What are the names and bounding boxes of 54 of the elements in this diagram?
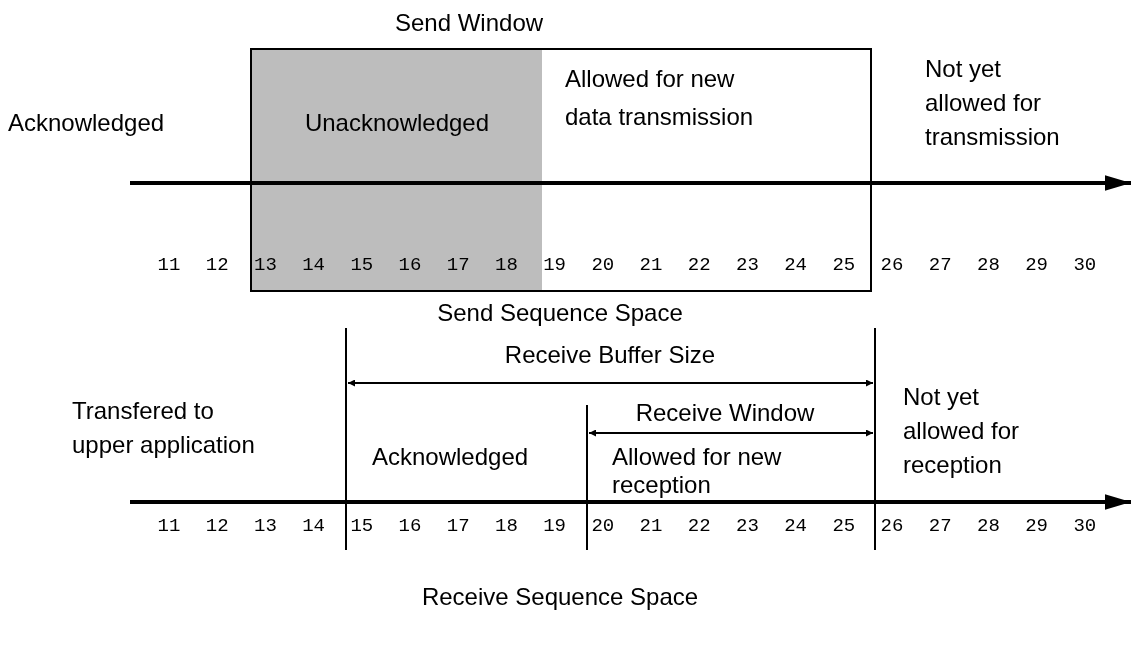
sequence-number: 12 (204, 514, 230, 538)
sequence-number: 14 (301, 253, 326, 277)
sequence-number: 25 (831, 253, 857, 277)
region-label: Acknowledged (8, 108, 165, 138)
axis-caption: Send Sequence Space (436, 298, 684, 328)
sequence-number: 29 (1024, 514, 1049, 538)
sequence-number: 11 (156, 514, 182, 538)
sequence-number: 27 (927, 253, 953, 277)
sequence-number: 28 (976, 253, 1001, 277)
sequence-number: 26 (879, 253, 905, 277)
unacknowledged-region (252, 50, 542, 290)
region-label: Acknowledged (372, 442, 529, 472)
region-label: Not yet allowed for reception (903, 382, 1021, 480)
region-label: Unacknowledged (304, 108, 490, 138)
sequence-number: 12 (204, 253, 230, 277)
sequence-number: 26 (879, 514, 905, 538)
sequence-number: 21 (638, 253, 664, 277)
region-label: Transfered to upper application (72, 396, 256, 460)
sequence-number: 30 (1072, 253, 1098, 277)
region-label: Not yet allowed for transmission (925, 54, 1061, 152)
sequence-number: 13 (253, 514, 278, 538)
sequence-number: 28 (976, 514, 1001, 538)
dimension-label: Receive Window (634, 398, 816, 428)
window-text: Allowed for new data transmission (565, 64, 755, 132)
sequence-number: 24 (783, 514, 808, 538)
sequence-number: 30 (1072, 514, 1098, 538)
sequence-number: 21 (638, 514, 664, 538)
axis-caption: Receive Sequence Space (420, 582, 700, 612)
sequence-number: 25 (831, 514, 857, 538)
sequence-number: 14 (301, 514, 326, 538)
region-label: Allowed for new reception (612, 443, 783, 499)
sequence-number: 11 (156, 253, 182, 277)
sequence-number: 13 (253, 253, 278, 277)
sequence-number: 27 (927, 514, 953, 538)
sequence-number: 20 (590, 253, 616, 277)
sequence-number: 16 (397, 253, 423, 277)
sequence-number: 15 (349, 253, 375, 277)
sequence-number: 23 (735, 514, 760, 538)
dimension-label: Receive Buffer Size (503, 340, 717, 370)
sequence-number: 19 (542, 253, 567, 277)
sequence-number: 29 (1024, 253, 1049, 277)
sequence-number: 15 (349, 514, 375, 538)
sequence-number: 22 (686, 514, 712, 538)
sequence-number: 24 (783, 253, 808, 277)
sequence-number: 18 (494, 514, 519, 538)
sequence-number: 17 (445, 514, 471, 538)
sequence-number: 22 (686, 253, 712, 277)
sequence-number: 23 (735, 253, 760, 277)
sequence-number: 16 (397, 514, 423, 538)
sequence-number: 19 (542, 514, 567, 538)
sequence-number: 17 (445, 253, 471, 277)
sequence-number: 18 (494, 253, 519, 277)
window-title: Send Window (395, 8, 544, 38)
sequence-number: 20 (590, 514, 616, 538)
